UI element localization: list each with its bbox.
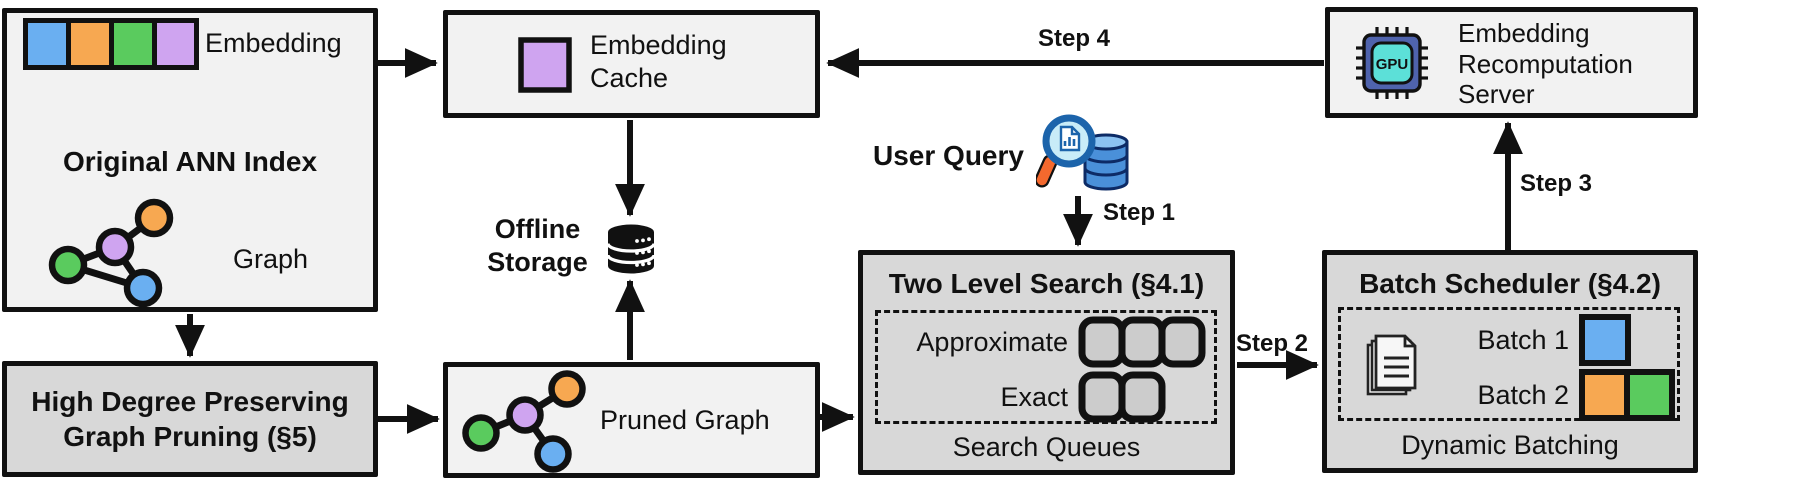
step2-label: Step 2 <box>1236 330 1309 357</box>
search-queues-caption: Search Queues <box>952 432 1141 462</box>
original-graph-icon <box>48 198 174 308</box>
svg-text:GPU: GPU <box>1376 56 1409 73</box>
exact-queue-row: Exact <box>878 371 1168 423</box>
batch2-row: Batch 2 <box>1341 369 1676 421</box>
pruned-graph-icon <box>462 370 586 473</box>
graph-label: Graph <box>233 244 309 274</box>
dynamic-batching-caption: Dynamic Batching <box>1401 430 1619 460</box>
embedding-vector-icon <box>23 18 199 70</box>
exact-label: Exact <box>1000 381 1068 412</box>
gpu-icon: GPU <box>1356 27 1428 99</box>
user-query-icon <box>1036 114 1129 191</box>
embedding-cache-label: Embedding Cache <box>590 30 727 93</box>
recomputation-server-label: Embedding Recomputation Server <box>1458 18 1633 110</box>
two-level-search-title: Two Level Search (§4.1) <box>888 268 1205 299</box>
pruned-graph-label: Pruned Graph <box>600 405 770 435</box>
offline-storage-icon <box>606 224 656 274</box>
approximate-queue-slots <box>1078 316 1206 368</box>
batch-scheduler-box: Batch Scheduler (§4.2) Batch 1 <box>1322 250 1698 473</box>
user-query-label: User Query <box>873 140 1024 171</box>
batch1-embedding <box>1579 314 1631 366</box>
step3-label: Step 3 <box>1520 170 1593 197</box>
batch1-label: Batch 1 <box>1477 324 1569 355</box>
graph-pruning-title: High Degree Preserving Graph Pruning (§5… <box>31 386 349 452</box>
cached-embedding-icon <box>518 37 572 93</box>
graph-pruning-box: High Degree Preserving Graph Pruning (§5… <box>2 361 378 477</box>
original-ann-index-title: Original ANN Index <box>62 146 318 177</box>
offline-storage-label: Offline Storage <box>487 214 588 277</box>
batch2-embeddings <box>1579 369 1675 421</box>
embedding-cache-box: Embedding Cache <box>443 10 820 118</box>
step4-label: Step 4 <box>1038 25 1111 52</box>
batch1-row: Batch 1 <box>1341 314 1631 366</box>
exact-queue-slots <box>1078 371 1166 423</box>
approximate-queue-row: Approximate <box>878 316 1208 368</box>
approximate-label: Approximate <box>916 326 1068 357</box>
original-ann-index-box: Embedding Original ANN Index Graph <box>2 8 378 312</box>
pruned-graph-box: Pruned Graph <box>443 362 820 478</box>
two-level-search-box: Two Level Search (§4.1) Approximate Exac… <box>858 250 1235 475</box>
embedding-label: Embedding <box>205 28 342 58</box>
batch-scheduler-title: Batch Scheduler (§4.2) <box>1359 268 1661 299</box>
documents-icon <box>1366 334 1417 396</box>
batch2-label: Batch 2 <box>1477 379 1569 410</box>
step1-label: Step 1 <box>1103 199 1176 226</box>
recomputation-server-box: GPU Embedding Recomputation Server <box>1325 7 1698 118</box>
search-queues-panel: Approximate Exact <box>875 310 1217 424</box>
batching-panel: Batch 1 Batch 2 <box>1338 307 1680 421</box>
